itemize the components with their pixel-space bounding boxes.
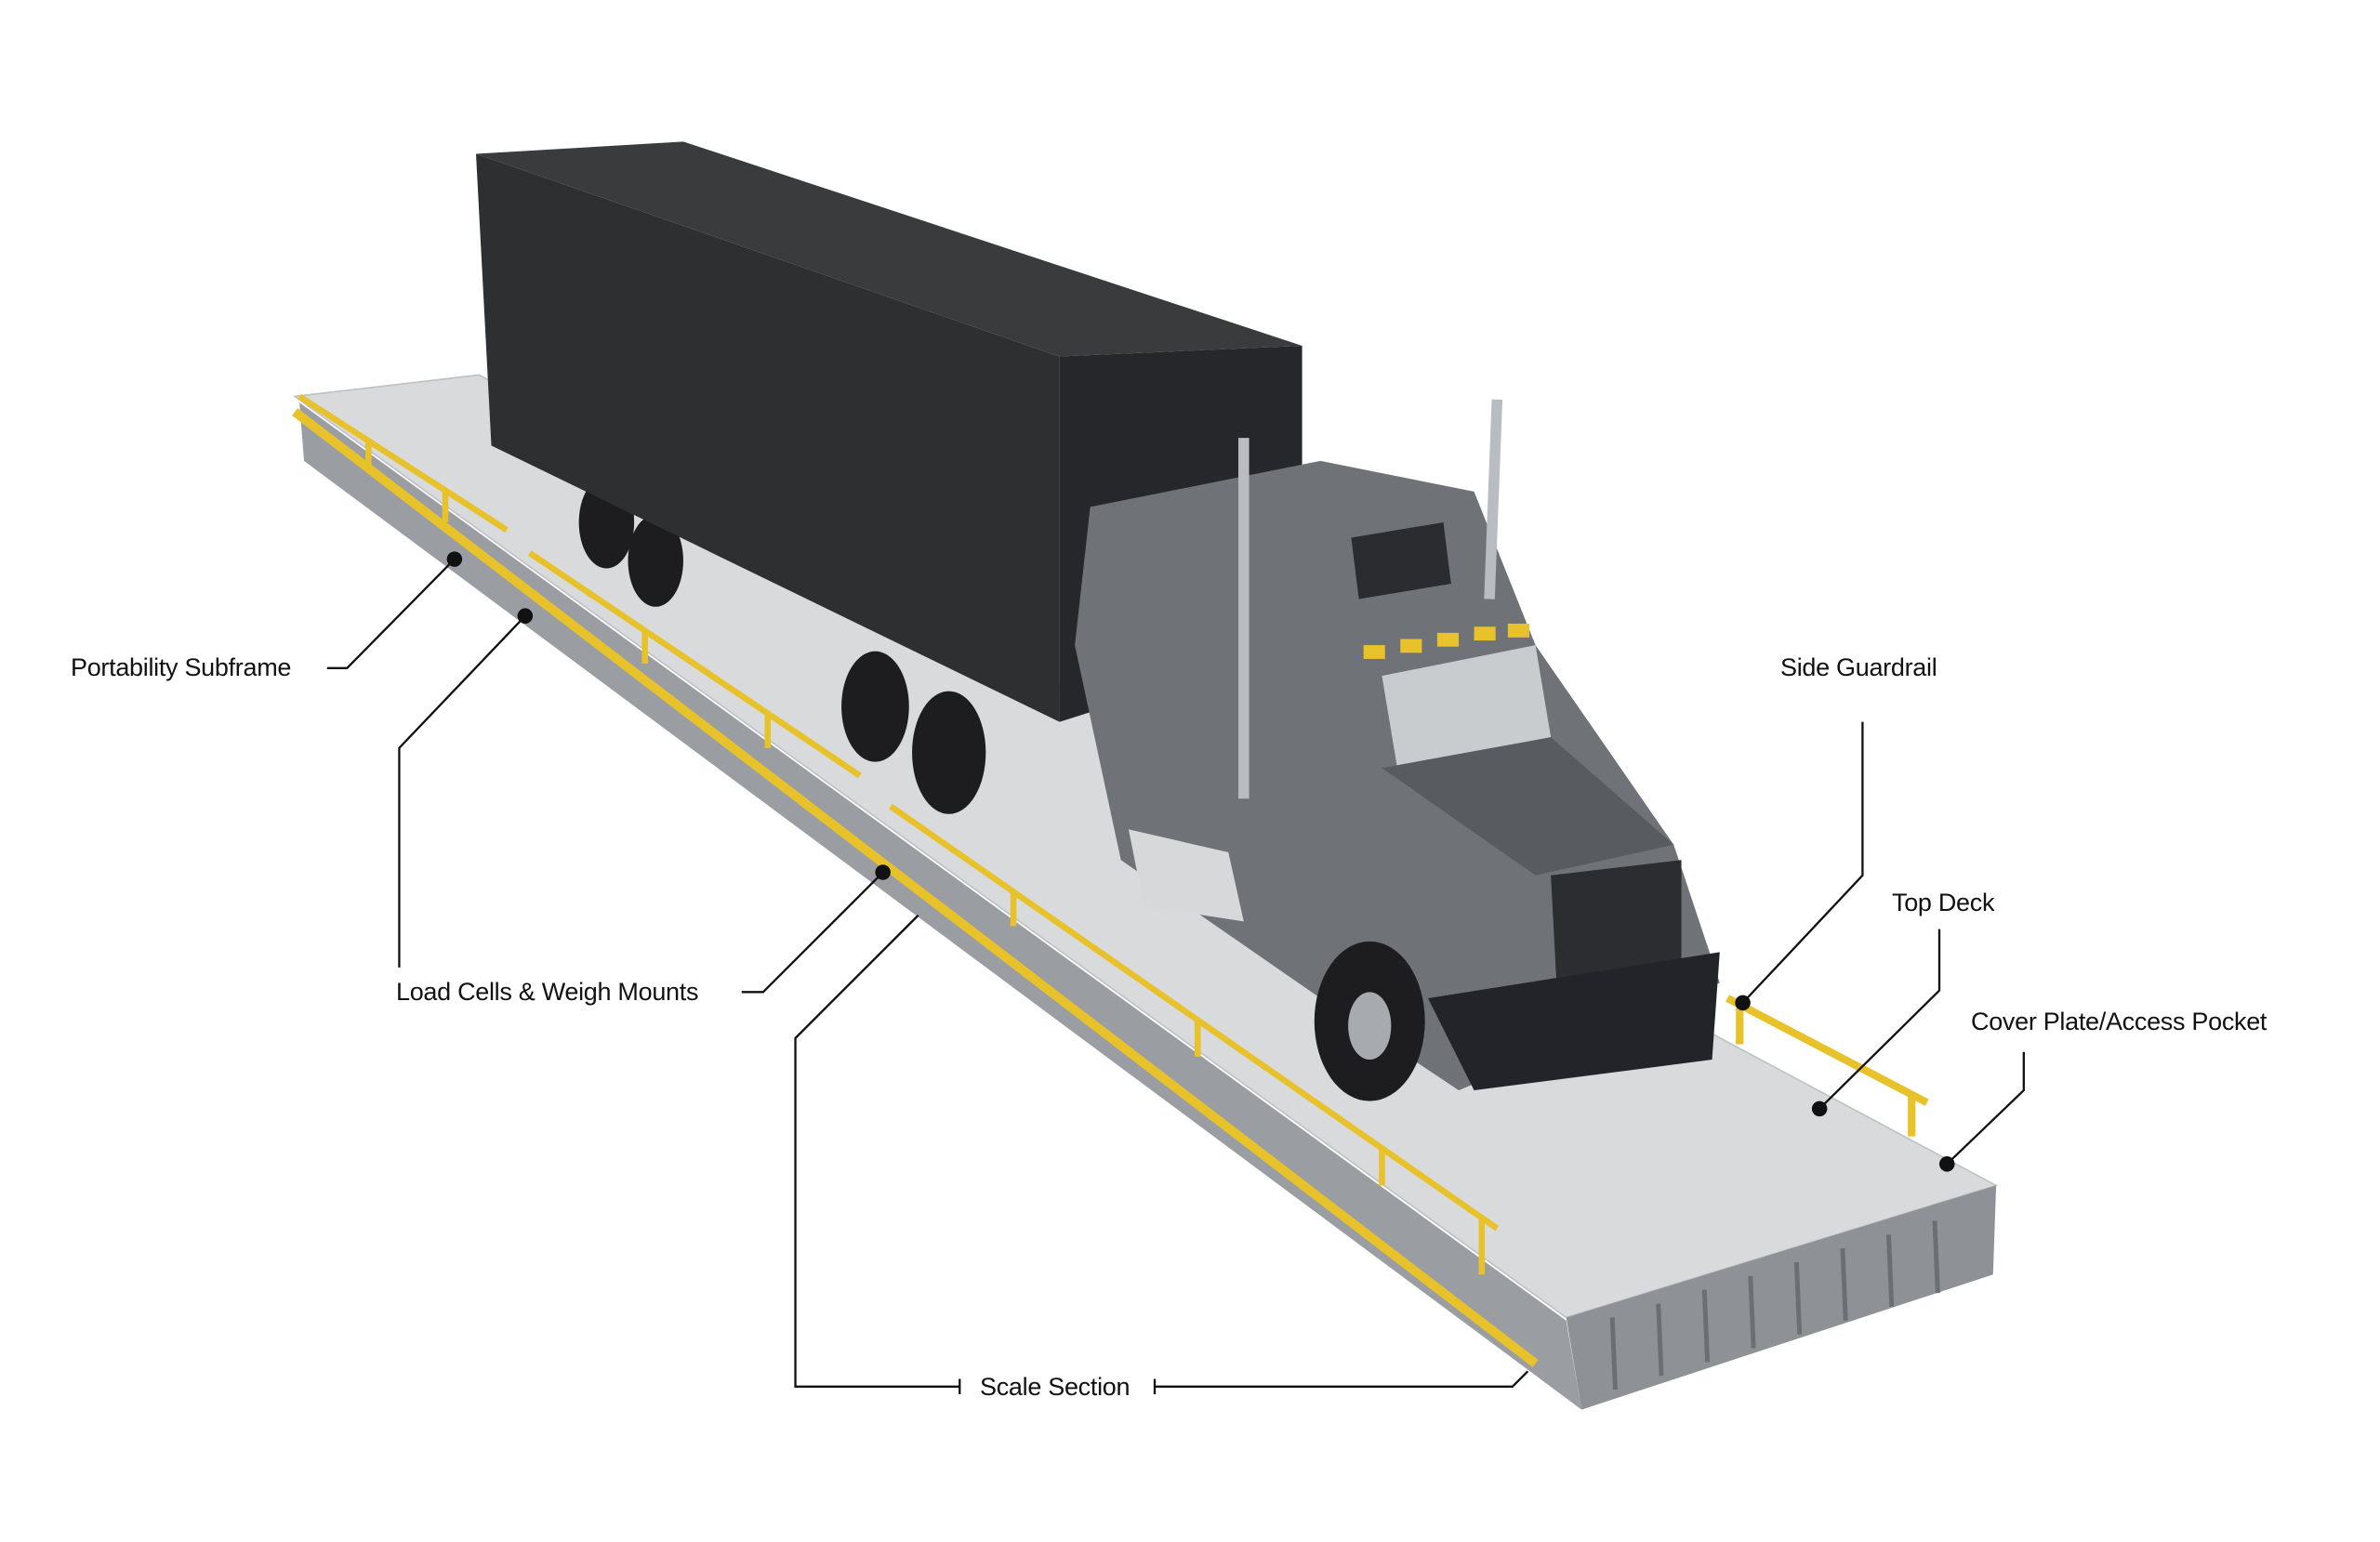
- leader-lines: [326, 558, 2025, 1395]
- exhaust-stack: [1484, 399, 1503, 600]
- leader-scale-section-a: [794, 914, 960, 1388]
- leader-side-guardrail: [1741, 721, 1864, 1004]
- callout-dots: [446, 551, 1955, 1172]
- semi-truck: [476, 141, 1720, 1101]
- hubcap: [1348, 992, 1392, 1061]
- label-portability-subframe: Portability Subframe: [71, 653, 292, 681]
- wheel: [628, 514, 683, 607]
- label-cover-plate: Cover Plate/Access Pocket: [1971, 1008, 2268, 1035]
- side-guardrail-right: [1726, 995, 1929, 1137]
- label-side-guardrail: Side Guardrail: [1780, 653, 1937, 681]
- hood: [1382, 737, 1674, 876]
- bumper: [1428, 952, 1720, 1091]
- trailer-side: [476, 153, 1060, 722]
- fuel-tank: [1128, 829, 1244, 922]
- wheel: [841, 651, 909, 762]
- marker-lights: [1363, 623, 1530, 659]
- windshield: [1351, 521, 1451, 600]
- label-load-cells: Load Cells & Weigh Mounts: [396, 978, 699, 1006]
- label-scale-section: Scale Section: [980, 1373, 1130, 1401]
- leader-portability-subframe: [326, 558, 456, 669]
- leader-top-deck: [1818, 929, 1941, 1110]
- trailer-top: [476, 141, 1302, 357]
- portability-subframe-beam: [292, 408, 1539, 1367]
- leader-load-cells-a: [398, 614, 526, 968]
- wheel: [912, 691, 986, 814]
- leader-cover-plate: [1946, 1051, 2025, 1166]
- leader-scale-section-b: [1155, 1370, 1529, 1388]
- leader-load-cells-b: [741, 871, 884, 994]
- label-top-deck: Top Deck: [1892, 889, 1995, 916]
- windshield: [1382, 645, 1552, 769]
- side-guardrail-left: [298, 393, 1500, 1275]
